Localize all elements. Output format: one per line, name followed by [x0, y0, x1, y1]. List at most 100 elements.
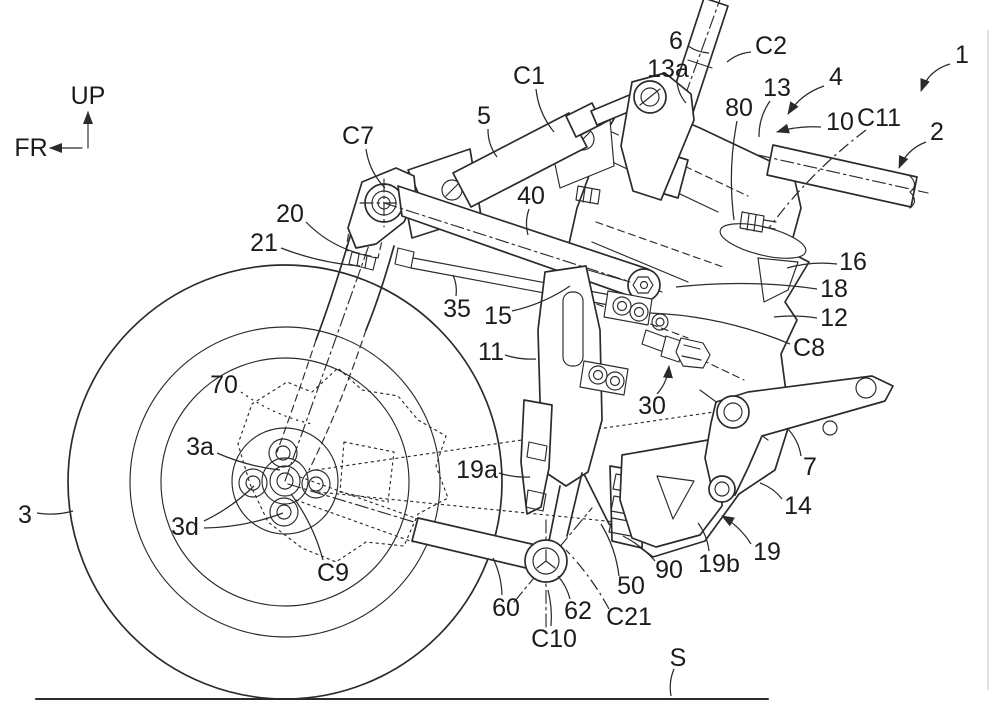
- ref-label-50: 50: [617, 572, 645, 600]
- ref-label-3d: 3d: [171, 513, 199, 541]
- ref-label-13: 13: [763, 74, 791, 102]
- leader-C8: [649, 312, 791, 345]
- ref-label-15: 15: [484, 302, 512, 330]
- leader-14: [759, 482, 783, 500]
- leader-C7: [365, 148, 386, 189]
- ref-label-3: 3: [18, 501, 32, 529]
- ref-label-35: 35: [443, 295, 471, 323]
- front-wheel: [67, 264, 503, 700]
- fork-clamp-nut: [348, 251, 377, 271]
- leader-C11: [768, 129, 867, 229]
- tire-outer: [67, 264, 503, 700]
- leader-20: [305, 221, 355, 253]
- ref-label-10: 10: [826, 108, 854, 136]
- ref-label-19: 19: [753, 538, 781, 566]
- adjuster-30: [641, 329, 711, 369]
- frame-notch-16: [757, 257, 799, 303]
- ref-label-4: 4: [829, 63, 843, 91]
- leader-3d: [203, 485, 255, 522]
- leader-C10: [547, 589, 552, 627]
- leader-35: [452, 274, 457, 297]
- ref-label-3a: 3a: [186, 433, 214, 461]
- ref-label-30: 30: [638, 392, 666, 420]
- handlebar-break-line: [909, 175, 916, 209]
- ref-label-7: 7: [803, 453, 817, 481]
- leader-11: [504, 354, 537, 360]
- orientation-indicator: UP FR: [14, 82, 105, 162]
- leader-30: [656, 365, 673, 395]
- brake-lever-7: [704, 375, 894, 503]
- rim: [160, 357, 410, 607]
- leader-3a: [216, 452, 281, 471]
- ref-label-C9: C9: [317, 559, 349, 587]
- leader-C2: [726, 51, 752, 63]
- leader-80: [730, 120, 738, 221]
- leader-50: [600, 523, 620, 577]
- ref-label-12: 12: [820, 304, 848, 332]
- ref-label-19a: 19a: [456, 456, 498, 484]
- hub: [231, 427, 339, 535]
- ref-label-18: 18: [820, 275, 848, 303]
- leader-40: [525, 208, 530, 236]
- ref-label-13a: 13a: [647, 55, 689, 83]
- ref-label-19b: 19b: [698, 550, 740, 578]
- ref-label-C21: C21: [606, 603, 652, 631]
- leader-13a: [676, 80, 687, 104]
- ref-label-C8: C8: [793, 334, 825, 362]
- lower-arm: [295, 476, 593, 631]
- up-label: UP: [71, 82, 106, 110]
- ref-label-2: 2: [930, 118, 944, 146]
- ref-label-62: 62: [564, 597, 592, 625]
- frame-nut-left: [575, 185, 601, 205]
- ref-label-90: 90: [655, 556, 683, 584]
- tie-rod-front-nut: [394, 247, 415, 269]
- leader-6: [687, 45, 710, 54]
- ref-label-20: 20: [276, 200, 304, 228]
- leader-lines-layer: [36, 45, 951, 697]
- leader-15: [511, 285, 571, 312]
- ref-label-C10: C10: [531, 625, 577, 653]
- leader-16: [786, 262, 838, 269]
- linkage-bolt-clusters: [579, 290, 711, 396]
- leader-7: [786, 427, 802, 457]
- tire-inner: [129, 326, 441, 638]
- ref-label-C1: C1: [513, 62, 545, 90]
- leader-60: [492, 557, 503, 596]
- leader-13: [758, 100, 771, 138]
- handlebar: [757, 144, 929, 209]
- ref-label-16: 16: [839, 248, 867, 276]
- ref-label-60: 60: [492, 594, 520, 622]
- leader-5: [487, 128, 498, 158]
- leader-1: [920, 63, 951, 92]
- ref-label-11: 11: [478, 338, 504, 366]
- leader-19: [721, 515, 752, 545]
- leader-12: [773, 315, 818, 319]
- ref-label-1: 1: [955, 41, 969, 69]
- leader-2: [898, 141, 927, 169]
- fr-label: FR: [14, 134, 47, 162]
- ref-label-40: 40: [517, 182, 545, 210]
- leader-62: [557, 575, 571, 600]
- ref-label-6: 6: [669, 27, 683, 55]
- hub-center: [261, 457, 309, 505]
- leader-21: [280, 247, 361, 267]
- wheel-knuckle-hidden-outline: [237, 367, 449, 563]
- leader-19b: [697, 522, 710, 552]
- ref-label-5: 5: [477, 102, 491, 130]
- leader-S: [669, 668, 675, 697]
- leader-4: [787, 85, 825, 115]
- leader-18: [675, 282, 818, 290]
- ref-label-14: 14: [784, 492, 812, 520]
- leader-3d-1: [203, 512, 284, 529]
- front-fork: [276, 202, 395, 482]
- leader-C21: [565, 549, 610, 610]
- ref-label-C11: C11: [857, 104, 901, 132]
- caliper-bracket-19a: [520, 399, 553, 515]
- leader-10: [776, 123, 822, 134]
- ref-label-70: 70: [210, 371, 238, 399]
- steering-knuckle: [537, 265, 631, 542]
- leader-90: [622, 535, 656, 562]
